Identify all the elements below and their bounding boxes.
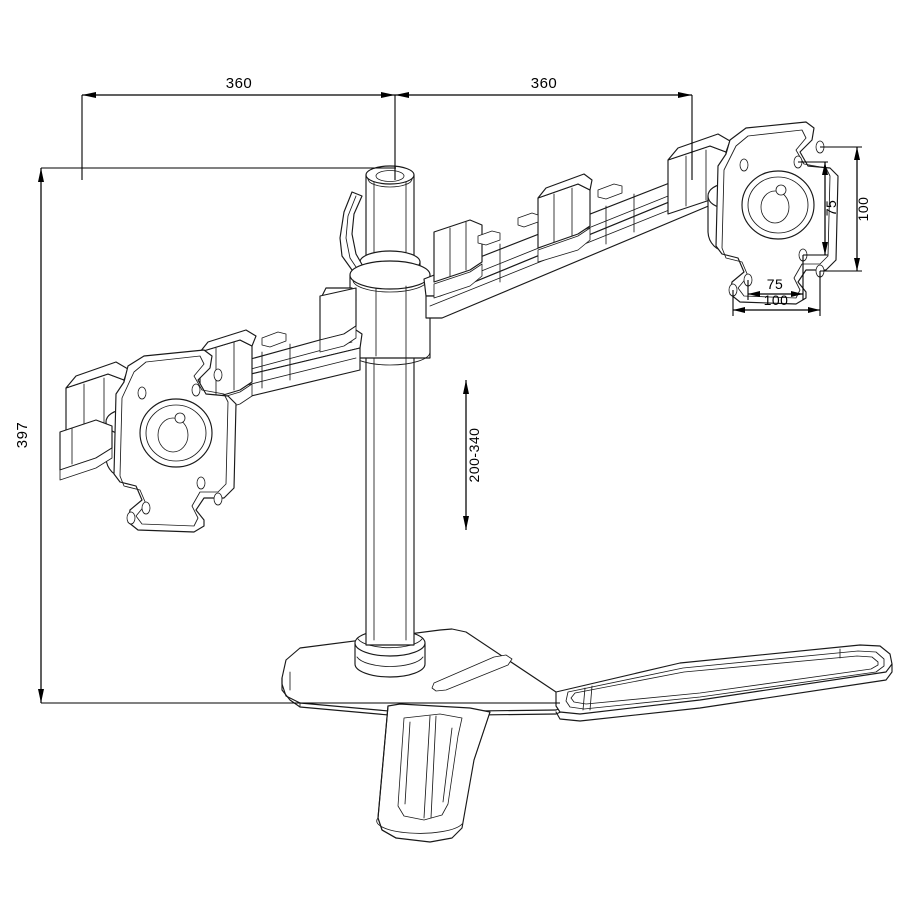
left-vesa-hole-br-100 <box>213 492 223 506</box>
dim-vesa-width-75: 75 <box>747 255 804 300</box>
dim-arrow-360-right-start <box>395 92 409 98</box>
dimension-annotations: 360 360 397 200-340 <box>14 75 871 704</box>
dim-arrow-vesa75-v-top <box>822 162 828 175</box>
dim-label-vesa-width-75: 75 <box>767 276 784 292</box>
dim-arrow-360-left-end <box>381 92 395 98</box>
dim-label-overall-height: 397 <box>14 422 31 449</box>
left-arm-joint-near-cap <box>319 325 357 353</box>
right-arm-clip-2 <box>597 183 623 200</box>
stand-geometry <box>59 121 893 843</box>
right-vesa-hub-pin <box>775 184 787 196</box>
base-foot-inner-left <box>404 721 411 805</box>
base-right-wing-groove-inner <box>570 655 879 705</box>
dim-label-arm-reach-left: 360 <box>226 75 253 92</box>
base-foot-cutout-rib2 <box>430 715 437 819</box>
base-assembly <box>281 628 893 843</box>
dim-vesa-width-100: 100 <box>732 271 821 316</box>
dim-arrow-360-left-start <box>82 92 96 98</box>
dim-label-vesa-width-100: 100 <box>764 292 789 308</box>
base-right-wing-groove <box>565 650 885 710</box>
base-foot-cutout-rib <box>423 715 431 819</box>
base-wing-seam2 <box>582 687 586 711</box>
right-arm-joint-near-cap <box>433 263 483 299</box>
right-arm-joint-mid-cap <box>537 173 593 199</box>
dim-arrow-vesa100-h-right <box>808 307 820 313</box>
left-arm-joint-mid-cap <box>199 329 257 353</box>
dim-arrow-vesa100-v-top <box>854 147 860 160</box>
left-vesa-plate <box>113 349 237 533</box>
base-wing-seam <box>589 685 593 711</box>
dim-overall-height: 397 <box>14 167 560 704</box>
dim-label-vesa-height-100: 100 <box>855 197 871 222</box>
dim-arrow-200-340-bottom <box>463 516 469 530</box>
dim-arrow-vesa75-h-right <box>791 291 803 297</box>
left-vesa-hole-br-75 <box>196 476 206 490</box>
base-right-wing <box>555 644 893 715</box>
dim-vesa-height-75: 75 <box>798 161 839 256</box>
dim-arrow-vesa100-h-left <box>733 307 745 313</box>
left-vesa-hole-bl-75 <box>141 501 151 515</box>
left-vesa-hole-bl-100 <box>126 511 136 525</box>
right-arm-joint-mid-foot <box>537 227 591 263</box>
left-vesa-inner-outline <box>119 355 229 527</box>
center-pole <box>365 174 415 646</box>
dim-label-height-adjust-range: 200-340 <box>466 428 482 483</box>
left-vesa-hub-pin <box>174 412 186 424</box>
base-foot-edge <box>377 705 397 839</box>
left-vesa-hub-ring <box>145 404 207 462</box>
dim-arrow-200-340-top <box>463 380 469 394</box>
right-vesa-inner-outline <box>721 129 831 299</box>
left-arm-clip-1 <box>261 331 287 348</box>
left-vesa-hole-tl-75 <box>137 386 147 400</box>
dim-vesa-height-100: 100 <box>820 146 871 272</box>
base-cable-slot <box>431 654 513 692</box>
dim-arrow-vesa100-v-bottom <box>854 258 860 271</box>
right-vesa-hub-ring <box>747 176 809 234</box>
pole-collar-ring2 <box>356 656 424 667</box>
left-vesa-hole-tr-75 <box>191 383 201 397</box>
dim-arm-reach-left: 360 <box>82 75 395 98</box>
pole-top-rim-inner <box>367 178 413 188</box>
base-foot-cutout <box>397 713 463 821</box>
dim-arrow-vesa75-h-left <box>748 291 760 297</box>
dim-arrow-360-right-end <box>678 92 692 98</box>
dim-height-adjust-range: 200-340 <box>463 380 482 530</box>
dim-arm-reach-right: 360 <box>395 75 692 98</box>
center-pole-assembly <box>319 165 449 646</box>
dim-arrow-vesa75-v-bottom <box>822 242 828 255</box>
dim-label-arm-reach-right: 360 <box>531 75 558 92</box>
quick-release-lever-rib <box>345 195 359 271</box>
right-vesa-hub-bore <box>760 190 790 224</box>
base-foot-shoulder <box>473 711 491 761</box>
dim-arrow-397-top <box>38 168 44 182</box>
left-mount-bracket-cap <box>59 447 113 481</box>
base-foot-bottom <box>376 817 463 834</box>
base-right-wing-edge <box>555 663 893 722</box>
base-foot-inner-right <box>442 727 453 803</box>
right-arm-clip-3 <box>517 212 539 228</box>
pole-collar-ring <box>357 638 423 649</box>
left-vesa-hub-bore <box>157 417 189 453</box>
dim-arrow-397-bottom <box>38 689 44 703</box>
pole-clamp-top <box>349 260 431 290</box>
right-arm-joint-near <box>433 219 483 283</box>
pole-top-bore <box>375 170 405 182</box>
dim-label-vesa-height-75: 75 <box>823 200 839 217</box>
right-arm-clip-1 <box>477 230 501 246</box>
pole-clamp-top-inner <box>352 279 428 293</box>
left-vesa-hole-tr-100 <box>213 368 223 382</box>
right-vesa-hole-tl-75 <box>739 158 749 172</box>
